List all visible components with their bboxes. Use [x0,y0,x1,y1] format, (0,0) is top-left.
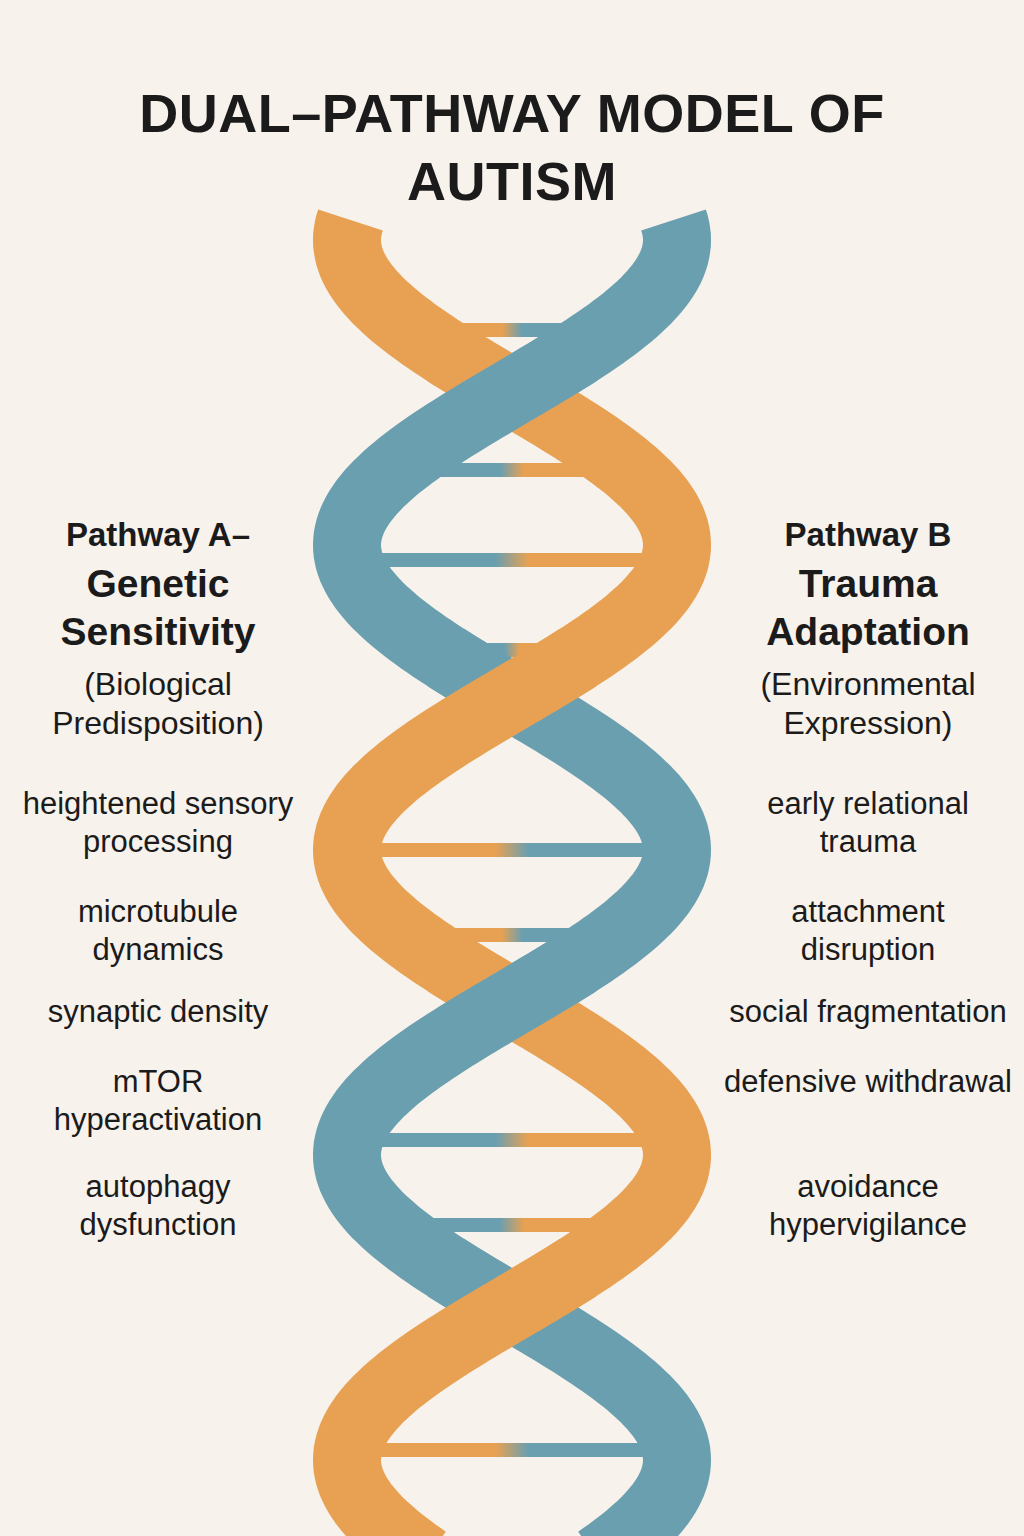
pathway-subtitle: (Biological Predisposition) [23,665,293,743]
pathway-heading: Pathway B [723,515,1013,555]
pathway-item: avoidance hypervigilance [733,1168,1003,1244]
pathway-item: autophagy dysfunction [33,1168,283,1244]
pathway-heading: Pathway A– [13,515,303,555]
pathway-item: early relational trauma [723,785,1013,861]
base-pair-rung [348,1443,676,1457]
pathway-name: Genetic Sensitivity [38,560,278,655]
pathway-item: mTOR hyperactivation [13,1063,303,1139]
pathway-item: microtubule dynamics [33,893,283,969]
pathway-subtitle: (Environmental Expression) [728,665,1008,743]
pathway-item: heightened sensory processing [13,785,303,861]
pathway-item: defensive withdrawal [723,1063,1013,1101]
pathway-item: synaptic density [13,993,303,1031]
pathway-item: attachment disruption [743,893,993,969]
base-pair-rung [347,843,677,857]
pathway-item: social fragmentation [723,993,1013,1031]
pathway-name: Trauma Adaptation [748,560,988,655]
diagram-title: DUAL–PATHWAY MODEL OF AUTISM [132,80,892,215]
base-pair-rung [349,1133,675,1147]
helix-strand [347,1268,578,1536]
base-pair-rung [349,553,675,567]
